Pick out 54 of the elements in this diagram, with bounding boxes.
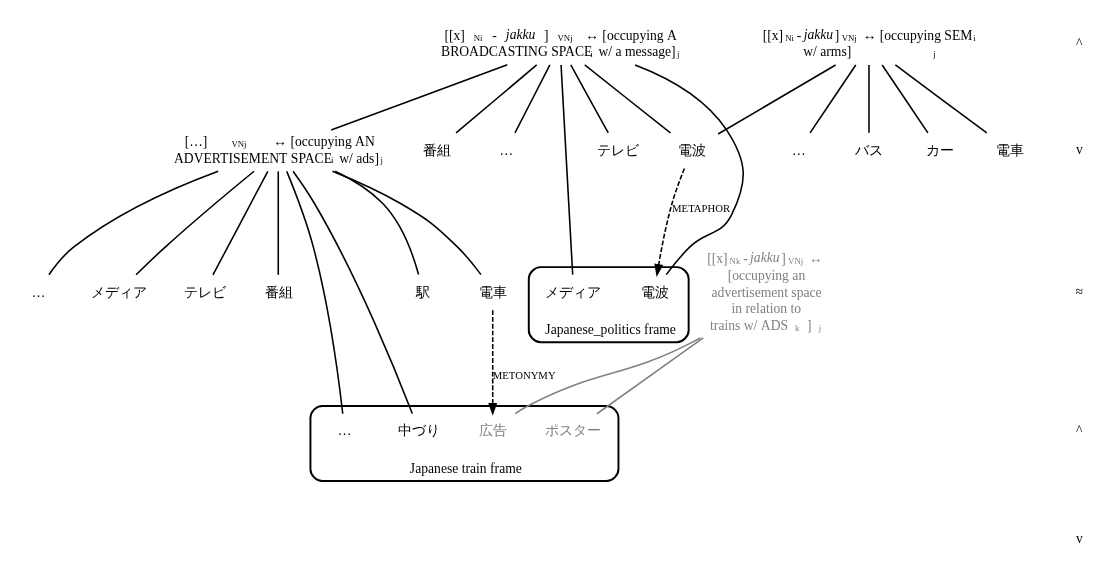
connector xyxy=(894,64,988,134)
connector xyxy=(455,64,538,134)
node-text: 番組 xyxy=(422,142,451,158)
connector xyxy=(285,170,344,415)
node-text: 電波 xyxy=(677,142,706,158)
connector xyxy=(277,170,280,276)
connector xyxy=(717,64,837,135)
connector xyxy=(292,170,414,415)
connector xyxy=(868,64,870,134)
connector xyxy=(334,170,420,276)
node-text: … xyxy=(31,284,46,300)
connector xyxy=(596,337,705,415)
connector xyxy=(48,170,219,276)
connector xyxy=(514,64,551,134)
label: v xyxy=(1076,531,1083,547)
edge-label: METAPHOR xyxy=(672,201,731,214)
connector xyxy=(570,64,609,134)
connector xyxy=(583,64,672,134)
node-text: [[x]Ni-jakku]VNj ↔ [occupying A BROADCASTING SPACEi w/ a message]j xyxy=(441,26,680,60)
connector xyxy=(809,64,857,134)
node-text: メディア xyxy=(91,284,148,300)
label: v xyxy=(1076,142,1083,158)
node-text: 電車 xyxy=(995,142,1024,158)
node-text: テレビ xyxy=(597,142,640,158)
connector xyxy=(135,170,255,276)
connector xyxy=(560,64,574,276)
connector xyxy=(881,64,929,134)
node-text: ポスター xyxy=(545,423,602,439)
connector xyxy=(331,170,482,276)
connector xyxy=(634,64,744,276)
label: ^ xyxy=(1076,422,1083,438)
arrow xyxy=(654,167,686,278)
node-text: … xyxy=(499,142,514,158)
node-text: カー xyxy=(925,142,954,158)
node-text: … xyxy=(791,142,806,158)
node-text: 中づり xyxy=(398,423,441,439)
node-text: [[x]Ni-jakku]VNj ↔ [occupying SEMi w/ arms]j xyxy=(762,26,976,60)
connector xyxy=(330,64,509,131)
node-text: […]VNj ↔ [occupying AN ADVERTISEMENT SPACEi w/ ads]j xyxy=(173,133,384,166)
node-text: バス xyxy=(855,142,884,158)
label: ≈ xyxy=(1075,284,1084,300)
connector xyxy=(514,337,702,415)
node-text: 電波 xyxy=(640,284,669,300)
arrow xyxy=(488,309,498,416)
node-text: メディア xyxy=(545,284,602,300)
node-text: 番組 xyxy=(264,284,293,300)
node-text: 電車 xyxy=(479,284,508,300)
node-text: 広告 xyxy=(479,423,508,439)
label: ^ xyxy=(1076,35,1083,51)
node-text: … xyxy=(337,423,352,439)
edge-label: METONYMY xyxy=(492,368,556,381)
connector xyxy=(212,170,269,276)
node-text: 駅 xyxy=(415,284,430,300)
node-text: テレビ xyxy=(183,284,226,300)
